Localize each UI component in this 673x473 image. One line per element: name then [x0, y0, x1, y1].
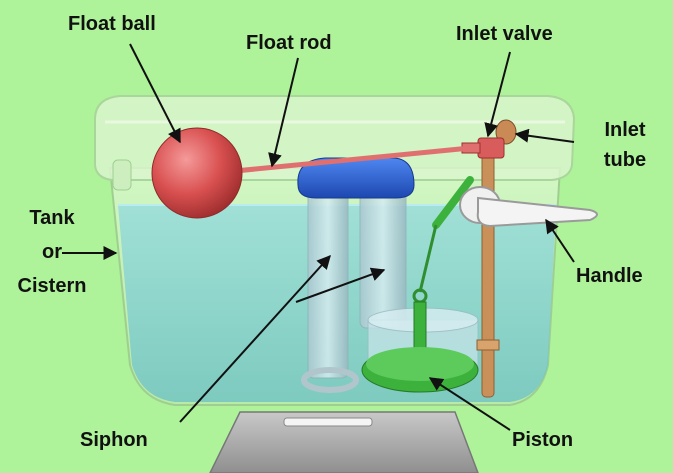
label-piston: Piston [512, 428, 573, 452]
label-inlet-tube: Inlet tube [590, 118, 660, 172]
label-inlet-tube-line1: Inlet [590, 118, 660, 142]
float-ball [152, 128, 242, 218]
label-handle: Handle [576, 264, 643, 288]
toilet-bowl [210, 412, 478, 473]
label-inlet-tube-line2: tube [590, 148, 660, 172]
label-tank-line2: or [4, 240, 100, 264]
label-tank: Tank or Cistern [4, 206, 100, 298]
label-float-ball: Float ball [68, 12, 156, 36]
label-tank-line3: Cistern [4, 274, 100, 298]
label-tank-line1: Tank [4, 206, 100, 230]
label-siphon: Siphon [80, 428, 148, 452]
label-inlet-valve: Inlet valve [456, 22, 553, 46]
label-float-rod: Float rod [246, 31, 332, 55]
